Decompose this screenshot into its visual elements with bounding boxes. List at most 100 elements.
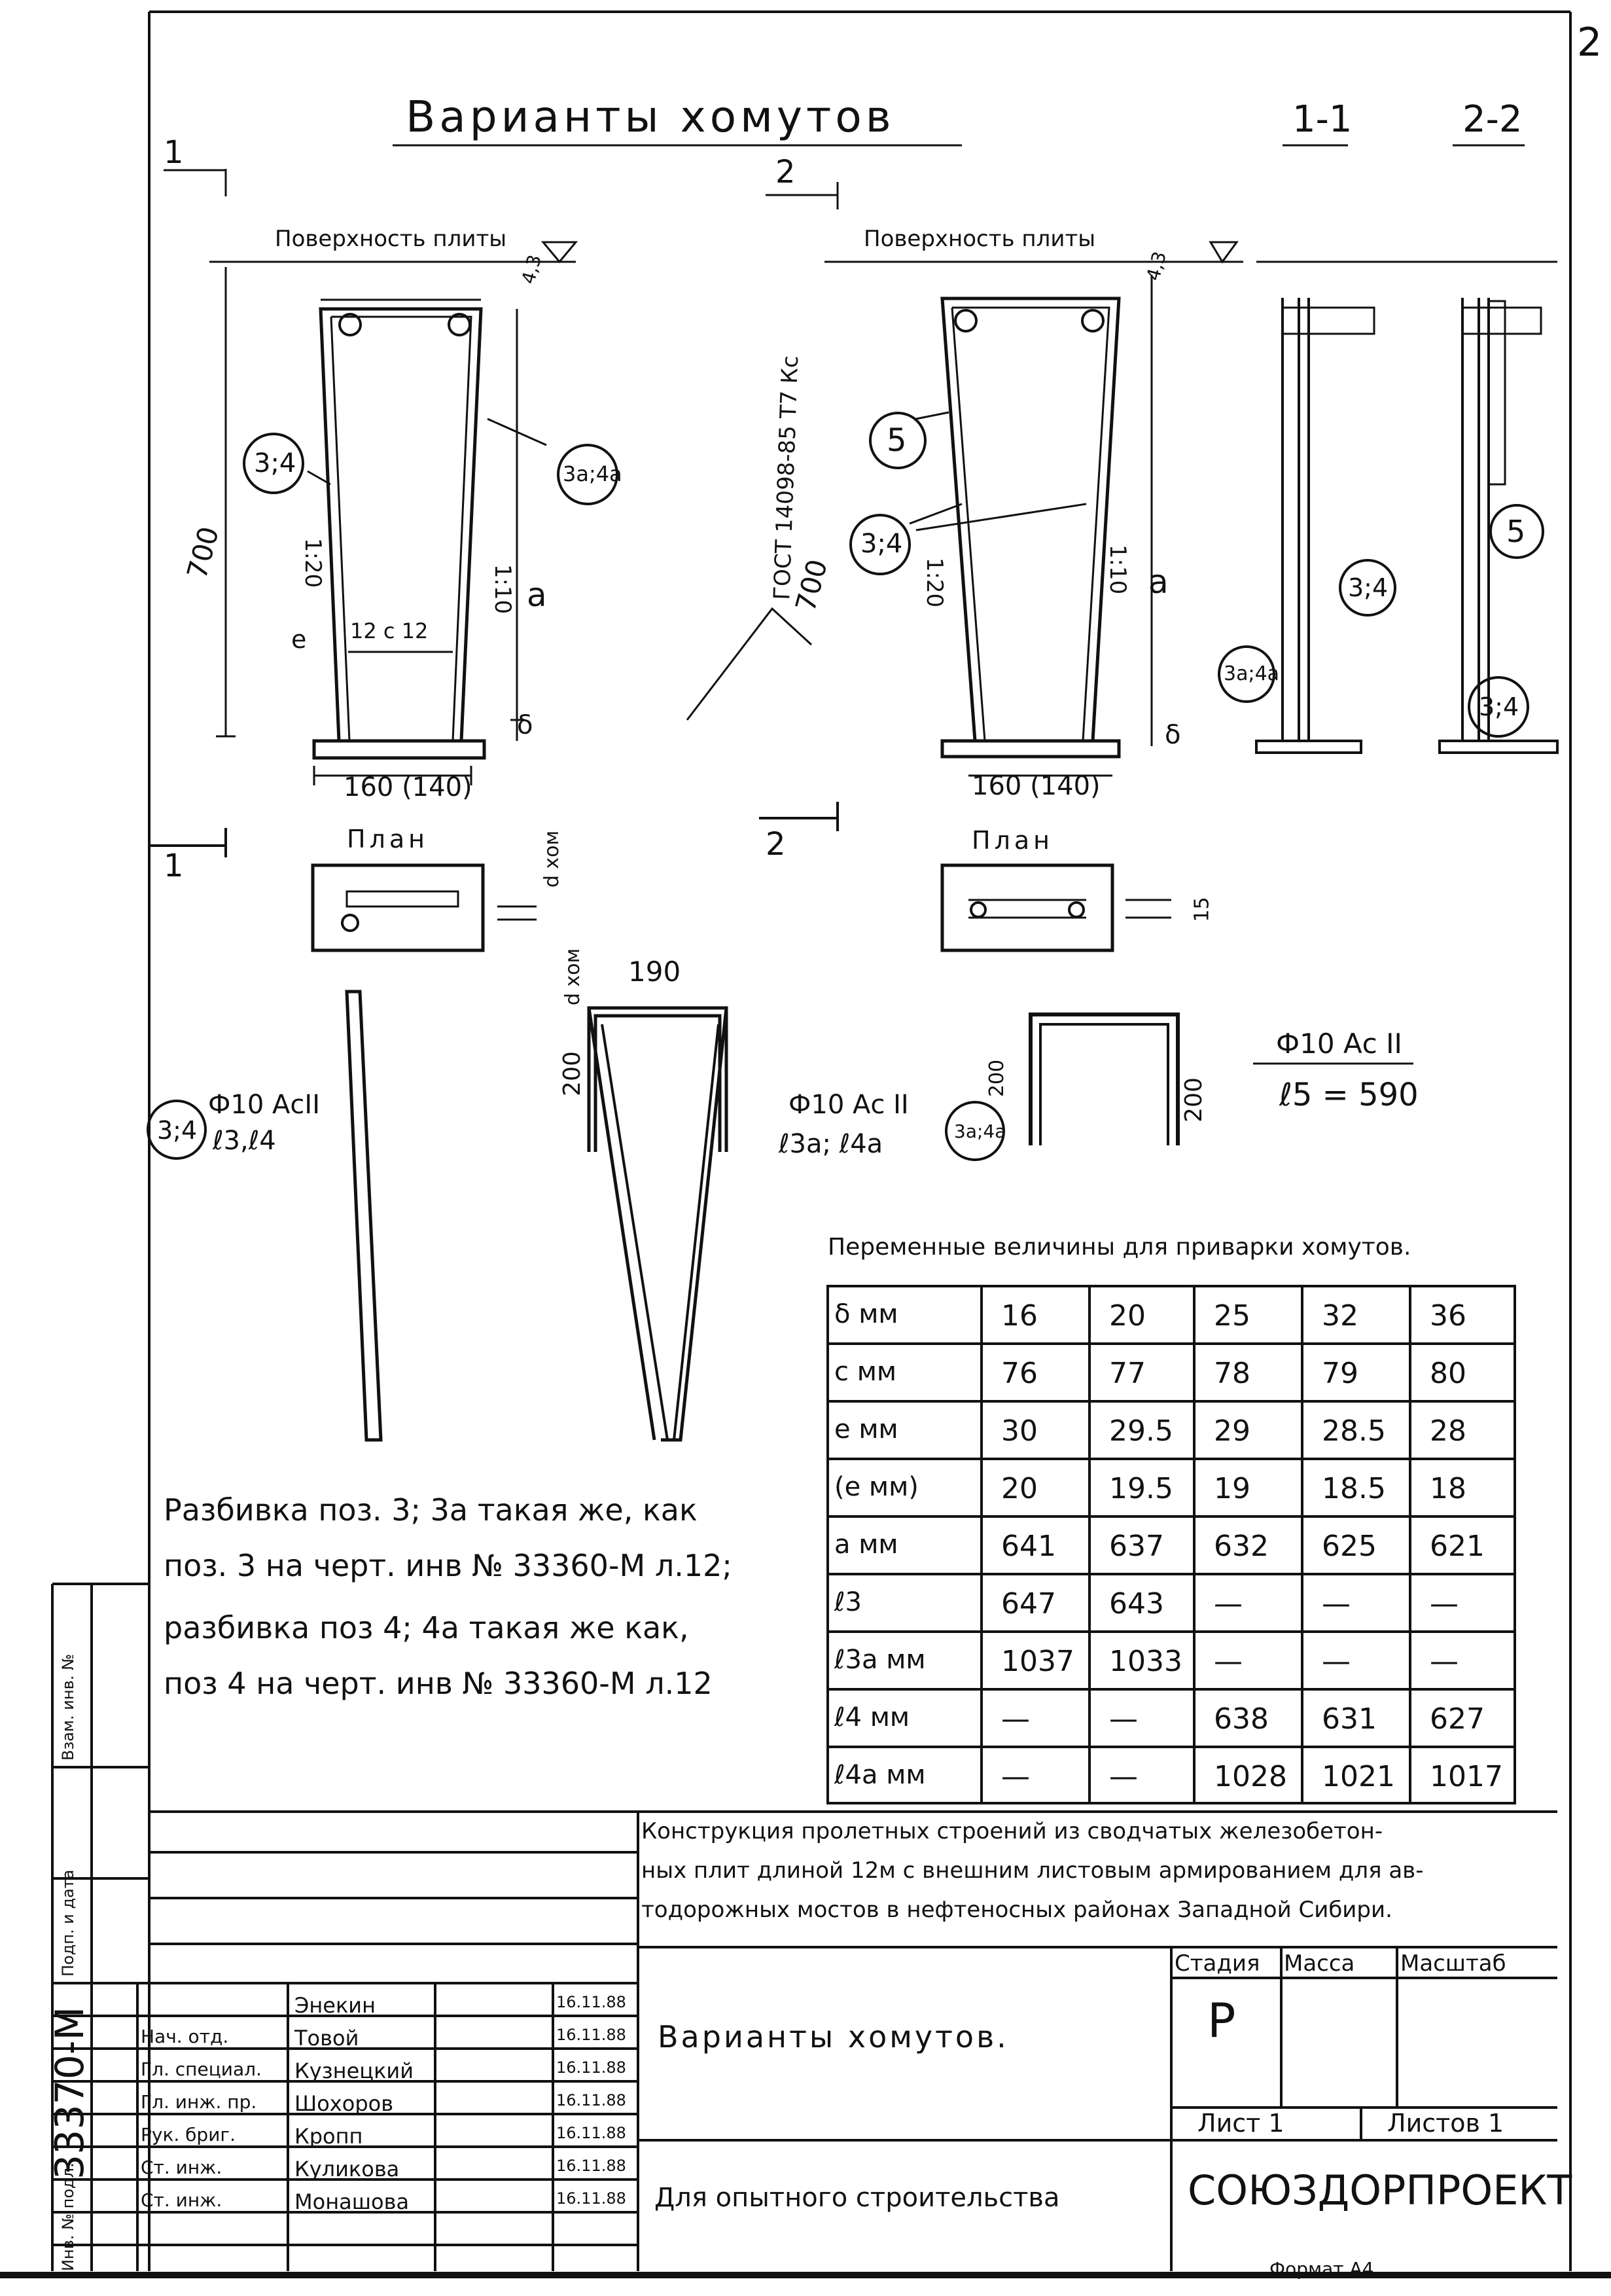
rebar-note-left: Ф10 АсII bbox=[208, 1090, 320, 1120]
dim-200-label-c: 200 bbox=[985, 1059, 1009, 1098]
rebar-note-left-sub: ℓ3,ℓ4 bbox=[213, 1126, 276, 1156]
bubble-right-34-b: 3;4 bbox=[1479, 692, 1519, 721]
table-cell: 643 bbox=[1109, 1587, 1164, 1621]
signature-role: Рук. бриг. bbox=[141, 2124, 236, 2145]
cut-mark-2-top: 2 bbox=[775, 154, 796, 190]
signature-name: Монашова bbox=[294, 2189, 410, 2214]
table-cell: 20 bbox=[1001, 1472, 1038, 1505]
slope-label-mid-left: 1:20 bbox=[921, 557, 948, 608]
dim-200-label-a: 200 bbox=[558, 1051, 586, 1096]
bubble-right-34-a: 3;4 bbox=[1348, 573, 1389, 602]
table-cell: 1037 bbox=[1001, 1645, 1074, 1678]
signature-date: 16.11.88 bbox=[556, 2026, 626, 2044]
table-header-cell: 20 bbox=[1109, 1299, 1146, 1333]
rebar-note-right: Ф10 Ас II bbox=[1276, 1028, 1402, 1060]
signature-name: Кропп bbox=[294, 2124, 363, 2149]
delta-label-mid: δ bbox=[1165, 720, 1181, 750]
slope-label-right: 1:10 bbox=[489, 564, 516, 615]
table-cell: ℓ3а мм bbox=[834, 1645, 926, 1675]
section-mark-2-2: 2-2 bbox=[1462, 98, 1523, 141]
table-header-cell: δ мм bbox=[834, 1299, 898, 1329]
table-cell: — bbox=[1109, 1760, 1138, 1793]
table-cell: 28.5 bbox=[1322, 1414, 1386, 1448]
signature-role: Гл. специал. bbox=[141, 2058, 262, 2080]
table-cell: — bbox=[1430, 1587, 1459, 1621]
table-cell: a мм bbox=[834, 1530, 898, 1560]
table-cell: 627 bbox=[1430, 1702, 1485, 1736]
table-cell: 80 bbox=[1430, 1357, 1466, 1390]
table-header-cell: 16 bbox=[1001, 1299, 1038, 1333]
table-cell: e мм bbox=[834, 1414, 898, 1444]
table-cell: 30 bbox=[1001, 1414, 1038, 1448]
table-header-cell: 36 bbox=[1430, 1299, 1466, 1333]
table-cell: — bbox=[1430, 1645, 1459, 1678]
plan-label-left: План bbox=[347, 825, 429, 853]
signature-date: 16.11.88 bbox=[556, 2058, 626, 2077]
project-line-1: Конструкция пролетных строений из сводча… bbox=[641, 1818, 1383, 1844]
signature-date: 16.11.88 bbox=[556, 2124, 626, 2142]
width-dim-mid: 160 (140) bbox=[972, 771, 1101, 801]
section-mark-1-1: 1-1 bbox=[1292, 98, 1353, 141]
organization: СОЮЗДОРПРОЕКТ bbox=[1188, 2166, 1572, 2214]
table-cell: — bbox=[1109, 1702, 1138, 1736]
cut-mark-1-bottom: 1 bbox=[164, 848, 184, 884]
sheet-corner-number: 2 bbox=[1577, 20, 1602, 65]
signature-date: 16.11.88 bbox=[556, 2091, 626, 2109]
signature-role: Нач. отд. bbox=[141, 2026, 229, 2047]
table-cell: ℓ4а мм bbox=[834, 1760, 926, 1790]
signature-role: Ст. инж. bbox=[141, 2189, 222, 2211]
section-1-1 bbox=[149, 169, 578, 857]
table-cell: 625 bbox=[1322, 1530, 1377, 1563]
signature-name: Кузнецкий bbox=[294, 2058, 414, 2083]
bubble-right-3a4a: 3а;4а bbox=[1224, 662, 1280, 685]
cut-mark-1-top: 1 bbox=[164, 134, 184, 171]
table-cell: — bbox=[1001, 1702, 1030, 1736]
table-cell: 18.5 bbox=[1322, 1472, 1386, 1505]
variable-table-grid bbox=[826, 1285, 1516, 1804]
signature-name: Товой bbox=[294, 2026, 359, 2051]
table-cell: 1033 bbox=[1109, 1645, 1182, 1678]
surface-label-1: Поверхность плиты bbox=[275, 226, 507, 252]
table-cell: 76 bbox=[1001, 1357, 1038, 1390]
inventory-number: 33370-М bbox=[47, 2006, 93, 2179]
note-line-4: поз 4 на черт. инв № 33360-М л.12 bbox=[164, 1666, 713, 1701]
side-label-replace: Взам. инв. № bbox=[59, 1654, 77, 1761]
sheet-number: Лист 1 bbox=[1197, 2109, 1284, 2138]
sheet-title: Варианты хомутов. bbox=[658, 2019, 1009, 2054]
bubble-left-3a4a: 3а;4а bbox=[563, 461, 622, 486]
table-cell: 79 bbox=[1322, 1357, 1358, 1390]
table-cell: — bbox=[1322, 1587, 1351, 1621]
d-hom-label-a: d хом bbox=[540, 830, 564, 888]
a-label-mid: a bbox=[1148, 563, 1169, 601]
table-cell: 637 bbox=[1109, 1530, 1164, 1563]
c-label: 12 c 12 bbox=[350, 619, 429, 643]
signature-role: Ст. инж. bbox=[141, 2157, 222, 2178]
side-views bbox=[1255, 260, 1559, 754]
stage-value: Р bbox=[1207, 1993, 1236, 2048]
slope-label-mid-right: 1:10 bbox=[1105, 544, 1131, 595]
format-label: Формат А4 bbox=[1269, 2258, 1374, 2280]
table-cell: 77 bbox=[1109, 1357, 1146, 1390]
table-cell: 29 bbox=[1214, 1414, 1250, 1448]
bubble-mid-5: 5 bbox=[887, 422, 907, 459]
table-cell: 632 bbox=[1214, 1530, 1269, 1563]
bubble-mid-34: 3;4 bbox=[860, 529, 903, 559]
signature-role: Гл. инж. пр. bbox=[141, 2091, 257, 2113]
table-cell: 18 bbox=[1430, 1472, 1466, 1505]
table-cell: 1017 bbox=[1430, 1760, 1503, 1793]
bubble-bar-3a4a: 3а;4а bbox=[954, 1121, 1006, 1142]
table-cell: — bbox=[1322, 1645, 1351, 1678]
note-line-1: Разбивка поз. 3; 3а такая же, как bbox=[164, 1492, 698, 1528]
signature-name: Энекин bbox=[294, 1993, 376, 2018]
signature-name: Шохоров bbox=[294, 2091, 394, 2116]
dim-200-label-b: 200 bbox=[1180, 1077, 1207, 1122]
table-cell: 28 bbox=[1430, 1414, 1466, 1448]
table-cell: ℓ4 мм bbox=[834, 1702, 910, 1732]
side-label-sign: Подп. и дата bbox=[59, 1869, 77, 1977]
bar-shapes bbox=[345, 990, 1413, 1442]
surface-label-2: Поверхность плиты bbox=[864, 226, 1096, 252]
project-line-2: ных плит длиной 12м с внешним листовым а… bbox=[641, 1857, 1424, 1884]
e-label: e bbox=[291, 625, 307, 654]
d-hom-label-b: d хом bbox=[561, 948, 585, 1006]
